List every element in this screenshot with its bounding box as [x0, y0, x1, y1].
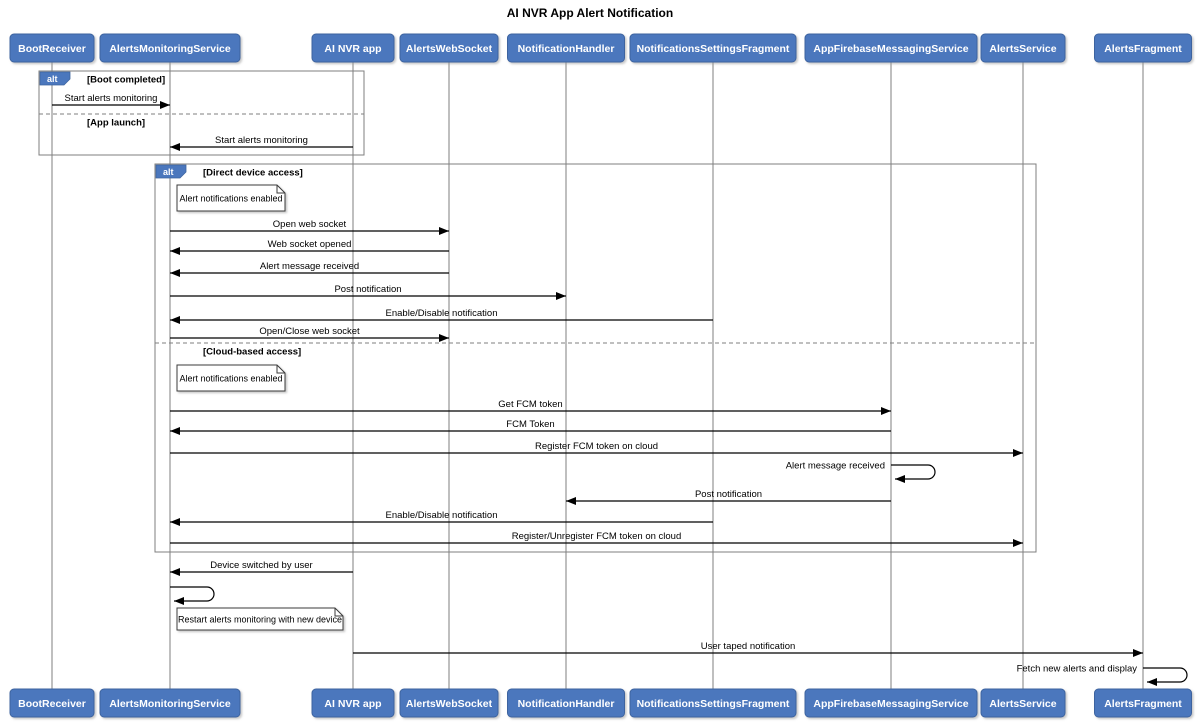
participant-box-top-AI NVR app: [311, 33, 395, 63]
alt-frame-border: [154, 163, 1037, 553]
participant-label: NotificationHandler: [518, 43, 615, 55]
alt-condition-label: [Direct device access]: [203, 168, 303, 179]
alt-operator-label: alt: [47, 74, 58, 84]
participant-box-top-AlertsFragment: [1094, 33, 1192, 63]
participant-box-bottom-BootReceiver: [9, 688, 95, 718]
participant-label: AlertsFragment: [1104, 43, 1182, 55]
participant-box-bottom-AlertsWebSocket: [399, 688, 499, 718]
participant-box-bottom-AppFirebaseMessagingService: [804, 688, 978, 718]
message-label: FCM Token: [506, 419, 554, 430]
diagram-title: AI NVR App Alert Notification: [506, 6, 674, 20]
message-label: Open/Close web socket: [259, 326, 360, 337]
alt-operator-label: alt: [163, 167, 174, 177]
participant-label: NotificationsSettingsFragment: [637, 43, 790, 55]
message-label: User taped notification: [701, 641, 796, 652]
self-message-arrow: [891, 464, 936, 483]
note-fold: [276, 185, 285, 194]
note-label: Alert notifications enabled: [179, 374, 282, 384]
message-label: Alert message received: [260, 261, 359, 272]
participant-label: AlertsService: [989, 43, 1056, 55]
participant-box-bottom-NotificationsSettingsFragment: [629, 688, 797, 718]
self-message-arrow: [170, 586, 215, 605]
participant-label: NotificationsSettingsFragment: [637, 698, 790, 710]
participant-label: BootReceiver: [18, 43, 86, 55]
message-label: Post notification: [334, 284, 401, 295]
message-label: Start alerts monitoring: [215, 135, 308, 146]
alt-condition-label: [Cloud-based access]: [203, 347, 301, 358]
message-label: Fetch new alerts and display: [1017, 664, 1138, 675]
self-message-arrow: [1143, 667, 1188, 686]
participant-label: AI NVR app: [324, 698, 381, 710]
note-box: [176, 607, 344, 631]
alt-operator-tab: [155, 164, 187, 179]
participant-box-bottom-AlertsService: [980, 688, 1066, 718]
message-label: Get FCM token: [498, 399, 562, 410]
participant-box-top-NotificationsSettingsFragment: [629, 33, 797, 63]
message-label: Device switched by user: [210, 560, 312, 571]
participant-box-top-AppFirebaseMessagingService: [804, 33, 978, 63]
participant-label: AppFirebaseMessagingService: [813, 698, 968, 710]
participant-label: AlertsMonitoringService: [109, 43, 231, 55]
participant-label: BootReceiver: [18, 698, 86, 710]
message-label: Enable/Disable notification: [386, 510, 498, 521]
participant-label: AlertsService: [989, 698, 1056, 710]
message-label: Open web socket: [273, 219, 347, 230]
alt-frame-border: [38, 70, 365, 156]
alt-condition-label: [Boot completed]: [87, 75, 165, 86]
note-box: [176, 184, 286, 212]
participant-box-bottom-AlertsFragment: [1094, 688, 1192, 718]
participant-box-top-BootReceiver: [9, 33, 95, 63]
participant-label: AlertsMonitoringService: [109, 698, 231, 710]
message-label: Register/Unregister FCM token on cloud: [512, 531, 682, 542]
participant-box-bottom-NotificationHandler: [507, 688, 625, 718]
message-label: Start alerts monitoring: [65, 93, 158, 104]
participant-box-bottom-AlertsMonitoringService: [99, 688, 241, 718]
participant-box-top-AlertsWebSocket: [399, 33, 499, 63]
participant-box-bottom-AI NVR app: [311, 688, 395, 718]
note-fold: [334, 608, 343, 617]
message-label: Web socket opened: [268, 239, 352, 250]
participant-label: AI NVR app: [324, 43, 381, 55]
participant-box-top-AlertsMonitoringService: [99, 33, 241, 63]
participant-box-top-NotificationHandler: [507, 33, 625, 63]
participant-label: AlertsFragment: [1104, 698, 1182, 710]
participant-label: AppFirebaseMessagingService: [813, 43, 968, 55]
message-label: Enable/Disable notification: [386, 308, 498, 319]
participant-label: AlertsWebSocket: [406, 698, 493, 710]
note-fold: [276, 365, 285, 374]
note-box: [176, 364, 286, 392]
participant-label: AlertsWebSocket: [406, 43, 493, 55]
participant-label: NotificationHandler: [518, 698, 615, 710]
alt-operator-tab: [39, 71, 71, 86]
message-label: Register FCM token on cloud: [535, 441, 658, 452]
note-label: Restart alerts monitoring with new devic…: [178, 615, 342, 625]
message-label: Alert message received: [786, 461, 885, 472]
participant-box-top-AlertsService: [980, 33, 1066, 63]
note-label: Alert notifications enabled: [179, 194, 282, 204]
message-label: Post notification: [695, 489, 762, 500]
alt-condition-label: [App launch]: [87, 118, 145, 129]
